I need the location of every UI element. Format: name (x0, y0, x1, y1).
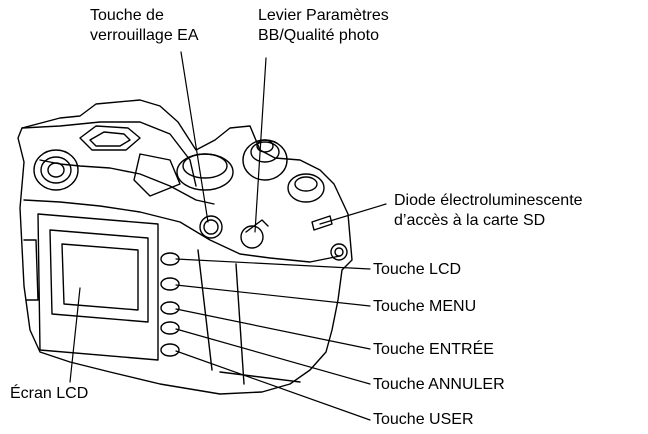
mode-dial (242, 139, 288, 181)
shutter-release (287, 173, 325, 203)
lcd-screen-label: Écran LCD (10, 385, 89, 402)
wb-lever-label: Levier Paramètres BB/Qualité photo (258, 6, 389, 46)
leader-wb-lever (254, 57, 267, 233)
cancel-button-label: Touche ANNULER (373, 376, 505, 393)
lcd-button-label: Touche LCD (373, 261, 462, 278)
menu-button-label: Touche MENU (373, 298, 477, 315)
leader-menu (175, 284, 371, 307)
sd-led-label: Diode électroluminescente d’accès à la c… (394, 191, 583, 231)
user-button-label: Touche USER (373, 411, 474, 428)
sd-led (311, 215, 333, 231)
lcd-screen (49, 229, 149, 323)
ae-lock-button (199, 215, 223, 239)
menu-button-shape (160, 277, 180, 291)
leader-lcd (175, 258, 371, 270)
cancel-button-shape (160, 321, 180, 335)
enter-button-label: Touche ENTRÉE (373, 341, 494, 358)
lcd-frame (37, 213, 159, 361)
leader-cancel (175, 328, 371, 385)
camera-body (17, 99, 353, 395)
leader-user (175, 350, 371, 421)
enter-button-shape (160, 301, 180, 315)
ae-lock-label: Touche de verrouillage EA (90, 6, 199, 46)
user-button-shape (160, 343, 180, 357)
eyepiece (33, 149, 79, 191)
sd-led-label-line1: Diode électroluminescente (394, 192, 583, 209)
leader-lcd-screen (69, 287, 81, 383)
wb-lever-label-line1: Levier Paramètres (258, 7, 389, 24)
leader-ae-lock (180, 51, 209, 223)
leader-enter (175, 308, 371, 350)
wb-lever-label-line2: BB/Qualité photo (258, 27, 379, 44)
ae-lock-label-line1: Touche de (90, 7, 164, 24)
ae-lock-label-line2: verrouillage EA (90, 27, 199, 44)
wb-lever (240, 225, 264, 249)
leader-sd-led (319, 203, 387, 225)
sd-led-label-line2: d’accès à la carte SD (394, 212, 546, 229)
